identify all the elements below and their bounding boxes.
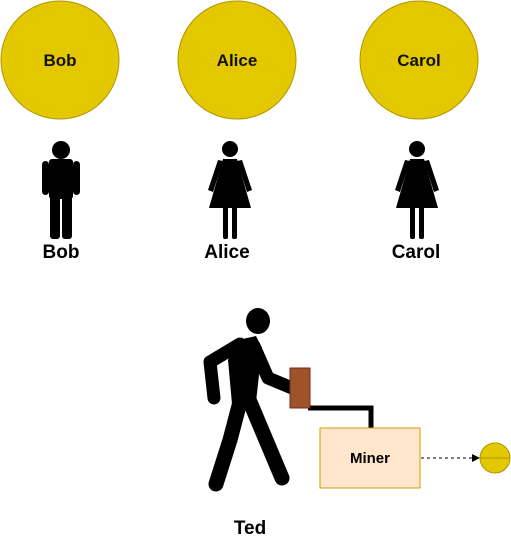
coin-bob[interactable]: Bob bbox=[0, 0, 120, 120]
walking-man-icon bbox=[203, 308, 299, 492]
coin-carol[interactable]: Carol bbox=[359, 0, 479, 120]
coin-bob-label: Bob bbox=[43, 51, 76, 70]
woman-icon bbox=[395, 141, 439, 239]
person-label-bob: Bob bbox=[43, 242, 80, 263]
miner-box[interactable]: Miner bbox=[319, 427, 421, 489]
miner-label: Miner bbox=[350, 450, 390, 467]
operator-label-ted: Ted bbox=[234, 518, 266, 539]
person-label-alice: Alice bbox=[204, 242, 249, 263]
coin-alice[interactable]: Alice bbox=[177, 0, 297, 120]
woman-icon bbox=[208, 141, 252, 239]
coin-icon[interactable] bbox=[479, 442, 511, 474]
coin-carol-label: Carol bbox=[397, 51, 440, 70]
man-icon bbox=[42, 141, 80, 239]
coin-alice-label: Alice bbox=[217, 51, 258, 70]
miner-handle bbox=[289, 367, 374, 428]
person-label-carol: Carol bbox=[392, 242, 441, 263]
